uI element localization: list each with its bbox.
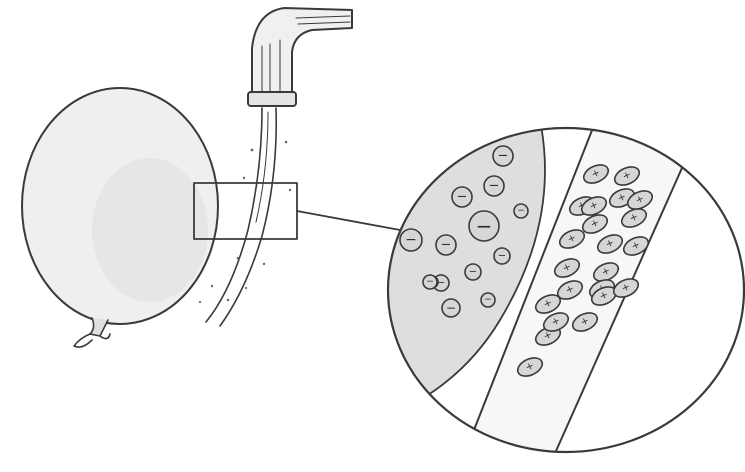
magnified-view: −−−−−−−−−−−−−−++++++++++++++++++++++ [380,110,744,460]
faucet-nozzle [248,92,296,106]
faucet-icon [248,8,352,106]
negative-charge-sign: − [469,267,477,278]
negative-charge: − [484,176,504,196]
negative-charge-sign: − [489,179,500,194]
negative-charge-sign: − [441,238,452,253]
negative-charge-sign: − [498,251,506,262]
negative-charge: − [436,235,456,255]
balloon [22,88,218,347]
magnify-connector [297,211,400,230]
negative-charge-sign: − [446,301,456,315]
negative-charge-sign: − [426,277,434,287]
negative-charge-sign: − [405,232,417,248]
negative-charge: − [481,293,495,307]
negative-charge: − [452,187,472,207]
negative-charge: − [442,299,460,317]
negative-charge-sign: − [517,206,525,216]
negative-charge: − [465,264,481,280]
balloon-knot [90,318,108,336]
negative-charge: − [423,275,437,289]
negative-charge: − [514,204,528,218]
negative-charge-sign: − [457,190,468,205]
negative-charge-sign: − [484,295,492,305]
negative-charge: − [493,146,513,166]
negative-charge: − [494,248,510,264]
negative-charge-sign: − [476,214,493,238]
negative-charge: − [469,211,499,241]
negative-charge: − [400,229,422,251]
negative-charge-sign: − [498,149,509,164]
